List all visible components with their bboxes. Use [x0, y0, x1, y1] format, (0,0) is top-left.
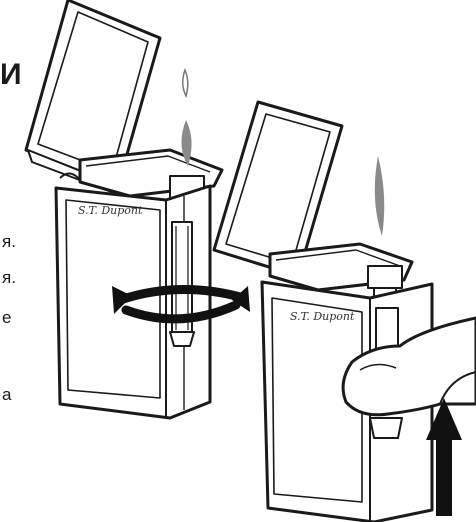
- rotate-arrow-icon: [112, 285, 250, 324]
- lighter-right-brand: S.T. Dupont: [290, 310, 355, 323]
- cropped-text-line-2: я.: [2, 268, 16, 287]
- cropped-heading-letter: И: [0, 58, 22, 91]
- lighter-left-brand: S.T. Dupont: [78, 204, 143, 217]
- cropped-text-line-1: я.: [2, 232, 16, 251]
- cropped-text-line-4: а: [2, 385, 12, 404]
- flame-icon: [374, 156, 385, 236]
- lighter-left-valve: [169, 221, 195, 347]
- flame-icon: [181, 67, 192, 166]
- lighter-right: S.T. Dupont: [212, 100, 434, 522]
- up-arrow-icon: [426, 398, 462, 516]
- lighter-left: S.T. Dupont: [24, 0, 224, 420]
- lighter-left-lid: [24, 0, 162, 197]
- cropped-text-line-3: е: [2, 308, 12, 327]
- thumb-hand: [341, 316, 476, 417]
